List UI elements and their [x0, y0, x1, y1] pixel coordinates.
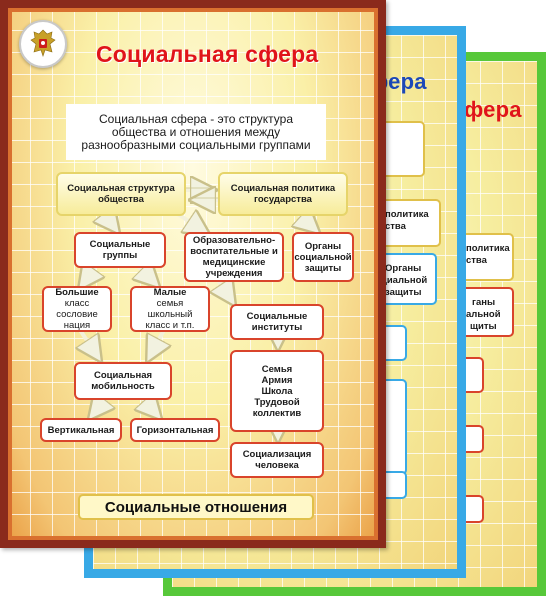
green-organs-box: [458, 287, 514, 337]
coat-of-arms-emblem: [19, 20, 67, 68]
node-large-title: Большие: [55, 287, 99, 298]
blue-policy-fragment2: ства: [385, 221, 406, 232]
social-relations-banner: Социальные отношения: [78, 494, 314, 520]
blue-organs-fragment: Органы: [385, 263, 422, 274]
node-vertical: Вертикальная: [40, 418, 122, 442]
green-title-fragment: фера: [464, 97, 522, 122]
node-social-mobility: Социальная мобильность: [74, 362, 172, 400]
node-education: Образовательно-воспитательные и медицинс…: [184, 232, 284, 282]
blue-organs-box: [377, 253, 437, 305]
green-organs-fragment2: альной: [466, 309, 501, 320]
node-small-items: семья школьный класс и т.п.: [145, 298, 195, 331]
green-policy-fragment2: ства: [466, 255, 487, 266]
node-small-title: Малые: [153, 287, 187, 298]
node-social-policy: Социальная политика государства: [218, 172, 348, 216]
node-socialization: Социализация человека: [230, 442, 324, 478]
node-institution-list: Семья Армия Школа Трудовой коллектив: [230, 350, 324, 432]
green-organs-fragment: ганы: [472, 297, 496, 308]
green-policy-fragment: политика: [466, 243, 510, 254]
intro-definition: Социальная сфера - это структура обществ…: [66, 104, 326, 160]
node-social-protection: Органы социальной защиты: [292, 232, 354, 282]
blue-organs-fragment2: циальной: [381, 275, 428, 286]
poster-front: Социальная сфера Социальная сфера - это …: [0, 0, 386, 548]
green-organs-fragment3: щиты: [470, 321, 497, 332]
double-headed-eagle-icon: [30, 29, 56, 57]
node-social-groups: Социальные группы: [74, 232, 166, 268]
node-horizontal: Горизонтальная: [130, 418, 220, 442]
node-small-groups: Малые семья школьный класс и т.п.: [130, 286, 210, 332]
node-large-items: класс сословие нация: [56, 298, 98, 331]
blue-organs-fragment3: защиты: [385, 287, 422, 298]
node-social-institutions: Социальные институты: [230, 304, 324, 340]
node-large-groups: Большие класс сословие нация: [42, 286, 112, 332]
blue-policy-fragment: политика: [385, 209, 429, 220]
node-social-groups-label: Социальные группы: [89, 239, 151, 261]
poster-title: Социальная сфера: [96, 41, 319, 67]
blue-policy-box: [377, 199, 441, 247]
node-social-structure: Социальная структура общества: [56, 172, 186, 216]
